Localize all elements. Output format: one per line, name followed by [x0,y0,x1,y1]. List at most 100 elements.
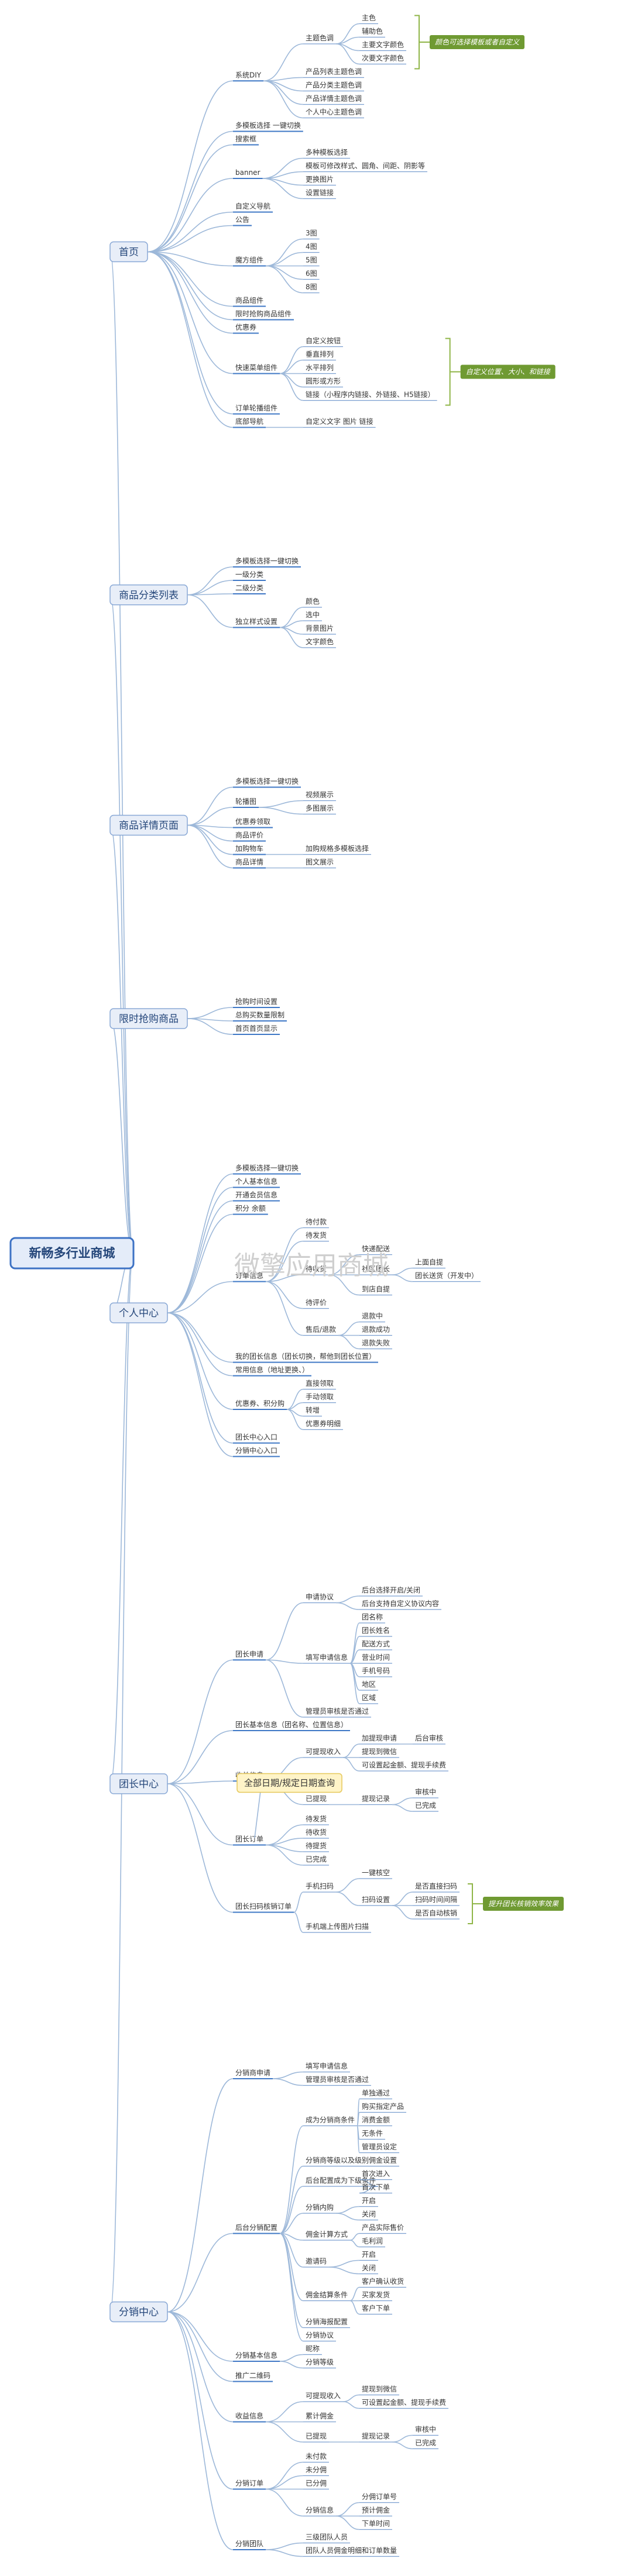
node-6-1-0-2[interactable]: 消费金额 [359,2116,393,2127]
node-0-3[interactable]: banner [233,168,263,179]
node-4-3[interactable]: 积分 余额 [233,1204,268,1215]
node-6-5-1[interactable]: 未分佣 [303,2466,330,2477]
node-4-4[interactable]: 订单信息 [233,1271,266,1282]
node-6-4-2-0-0[interactable]: 审核中 [413,2425,439,2436]
node-6-1-3-0[interactable]: 开启 [359,2197,379,2207]
node-5-4-1[interactable]: 手机端上传图片扫描 [303,1922,372,1933]
node-5-0-0-0[interactable]: 后台选择开启/关闭 [359,1586,423,1597]
node-4-2[interactable]: 开通会员信息 [233,1191,280,1202]
node-1-3[interactable]: 独立样式设置 [233,617,280,628]
node-6-3[interactable]: 推广二维码 [233,2372,273,2382]
node-6-1-4[interactable]: 佣金计算方式 [303,2230,351,2241]
node-6-5-0[interactable]: 未付款 [303,2453,330,2463]
node-6-5-3-0[interactable]: 分佣订单号 [359,2493,400,2503]
root-node[interactable]: 新畅多行业商城 [9,1237,135,1270]
node-6-1-0[interactable]: 成为分销商条件 [303,2116,358,2127]
node-0-8[interactable]: 限时抢购商品组件 [233,309,294,321]
node-5-2-0-1[interactable]: 提现到微信 [359,1747,400,1758]
node-4-4-1[interactable]: 待发货 [303,1231,330,1242]
node-5-2-2[interactable]: 已提现 [303,1794,330,1805]
node-5-4-0-1-2[interactable]: 是否自动核销 [413,1909,460,1920]
node-6-2-0[interactable]: 昵称 [303,2345,323,2355]
node-0-6-1[interactable]: 4图 [303,243,320,253]
node-1-3-0[interactable]: 颜色 [303,597,323,608]
node-6-4-0-1[interactable]: 可设置起金额、提现手续费 [359,2398,449,2409]
node-1-3-3[interactable]: 文字颜色 [303,637,337,648]
node-4-7-1[interactable]: 手动领取 [303,1393,337,1404]
node-0-6-0[interactable]: 3图 [303,229,320,240]
node-6-0-1[interactable]: 管理员审核是否通过 [303,2075,372,2086]
node-6-0[interactable]: 分销商申请 [233,2068,273,2079]
node-6-1-3-1[interactable]: 关闭 [359,2210,379,2221]
node-2-1-0[interactable]: 视频展示 [303,790,337,802]
node-5-4-0-0[interactable]: 一键核空 [359,1869,393,1879]
node-6-1-5[interactable]: 邀请码 [303,2257,330,2268]
node-4-0[interactable]: 多模板选择一键切换 [233,1164,301,1175]
node-4-4-2-2[interactable]: 到店自提 [359,1285,393,1296]
branch-node-2[interactable]: 商品详情页面 [109,814,188,836]
node-5-2-2-0[interactable]: 提现记录 [359,1794,393,1805]
node-4-7-3[interactable]: 优惠券明细 [303,1419,344,1430]
node-2-5[interactable]: 商品详情 [233,858,266,869]
node-0-11[interactable]: 订单轮播组件 [233,404,280,415]
node-5-1[interactable]: 团长基本信息（团名称、位置信息） [233,1720,351,1731]
node-6-5-3-2[interactable]: 下单时间 [359,2520,393,2530]
node-4-6[interactable]: 常用信息（地址更换、） [233,1366,312,1377]
node-6-4-1[interactable]: 累计佣金 [303,2412,337,2423]
node-5-4-0-1-0[interactable]: 是否直接扫码 [413,1882,460,1893]
node-4-8[interactable]: 团长中心入口 [233,1433,280,1444]
node-5-4-0-1[interactable]: 扫码设置 [359,1896,393,1906]
node-2-4[interactable]: 加购物车 [233,844,266,855]
node-5-2-0-0-0[interactable]: 后台审核 [413,1734,446,1745]
node-0-10-2[interactable]: 水平排列 [303,364,337,374]
node-5-3-3[interactable]: 已完成 [303,1855,330,1866]
node-0-4[interactable]: 自定义导航 [233,202,273,213]
branch-node-4[interactable]: 个人中心 [109,1302,168,1323]
node-6-6-0[interactable]: 三级团队人员 [303,2533,351,2544]
node-5-4-0[interactable]: 手机扫码 [303,1882,337,1893]
node-6-1-2[interactable]: 后台配置成为下级条件 [303,2176,379,2187]
node-4-4-4-1[interactable]: 退款成功 [359,1326,393,1336]
node-0-0-0[interactable]: 主题色调 [303,34,337,44]
node-4-1[interactable]: 个人基本信息 [233,1177,280,1188]
node-0-10-0[interactable]: 自定义按钮 [303,336,344,348]
node-6-1-7[interactable]: 分销海报配置 [303,2317,351,2329]
node-6-4-2-0-1[interactable]: 已完成 [413,2439,439,2450]
node-0-0-0-2[interactable]: 主要文字颜色 [359,40,407,51]
node-5-4[interactable]: 团长扫码核销订单 [233,1903,294,1913]
node-0-10-3[interactable]: 圆形或方形 [303,377,344,388]
node-6-1-2-1[interactable]: 首次下单 [359,2183,393,2194]
node-2-1-1[interactable]: 多图展示 [303,804,337,815]
node-6-6-1[interactable]: 团队人员佣金明细和订单数量 [303,2546,400,2557]
node-0-0[interactable]: 系统DIY [233,71,264,82]
node-4-7-0[interactable]: 直接领取 [303,1379,337,1390]
node-0-7[interactable]: 商品组件 [233,296,266,307]
node-6-1-5-0[interactable]: 开启 [359,2251,379,2261]
node-6-1-4-1[interactable]: 毛利润 [359,2237,386,2248]
node-0-12[interactable]: 底部导航 [233,417,266,428]
node-5-2-2-0-1[interactable]: 已完成 [413,1801,439,1812]
node-0-3-0[interactable]: 多种模板选择 [303,149,351,159]
node-5-0-0-1[interactable]: 后台支持自定义协议内容 [359,1599,442,1610]
node-0-0-4[interactable]: 个人中心主题色调 [303,108,365,119]
node-6-1-0-0[interactable]: 单独通过 [359,2089,393,2100]
node-4-4-4-0[interactable]: 退款中 [359,1312,386,1323]
branch-node-1[interactable]: 商品分类列表 [109,584,188,606]
node-2-1[interactable]: 轮播图 [233,797,259,808]
node-0-6-4[interactable]: 8图 [303,283,320,294]
node-0-0-2[interactable]: 产品分类主题色调 [303,81,365,92]
node-6-1-5-1[interactable]: 关闭 [359,2264,379,2275]
node-1-2[interactable]: 二级分类 [233,584,266,594]
node-4-9[interactable]: 分销中心入口 [233,1446,280,1457]
node-4-4-2-0[interactable]: 快递配送 [359,1244,393,1256]
node-6-4-0-0[interactable]: 提现到微信 [359,2385,400,2396]
node-6-1-0-3[interactable]: 无条件 [359,2130,386,2140]
node-4-4-4[interactable]: 售后/退款 [303,1325,339,1336]
node-5-0-2[interactable]: 管理员审核是否通过 [303,1707,372,1718]
node-3-2[interactable]: 首页首页显示 [233,1024,280,1035]
node-5-3-0[interactable]: 待发货 [303,1814,330,1825]
node-0-3-2[interactable]: 更换图片 [303,176,337,186]
node-5-3-1[interactable]: 待收货 [303,1828,330,1839]
node-6-2[interactable]: 分销基本信息 [233,2351,280,2362]
node-6-5-3-1[interactable]: 预计佣金 [359,2506,393,2517]
